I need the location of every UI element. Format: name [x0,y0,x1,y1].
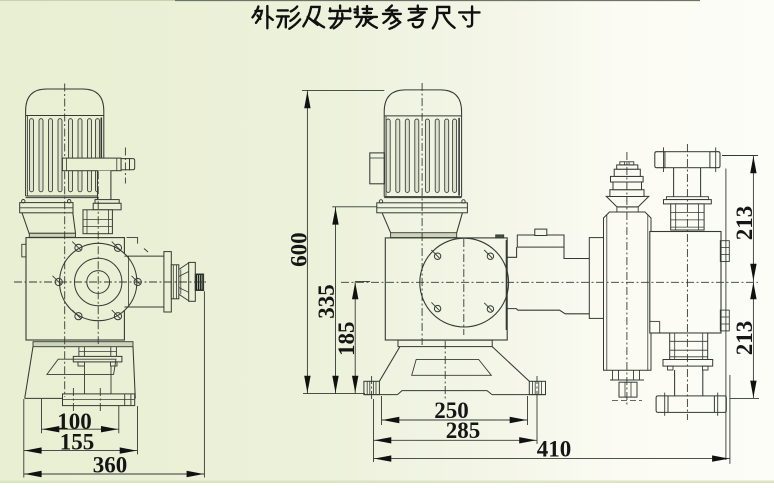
svg-text:285: 285 [446,418,481,443]
svg-text:360: 360 [93,453,128,478]
svg-text:100: 100 [57,409,92,434]
svg-text:250: 250 [434,398,469,423]
svg-text:213: 213 [732,206,757,241]
svg-text:335: 335 [314,284,339,319]
svg-text:213: 213 [732,321,757,356]
svg-text:155: 155 [60,430,95,455]
svg-text:600: 600 [286,232,311,267]
svg-text:410: 410 [537,437,572,462]
svg-text:185: 185 [334,321,359,356]
